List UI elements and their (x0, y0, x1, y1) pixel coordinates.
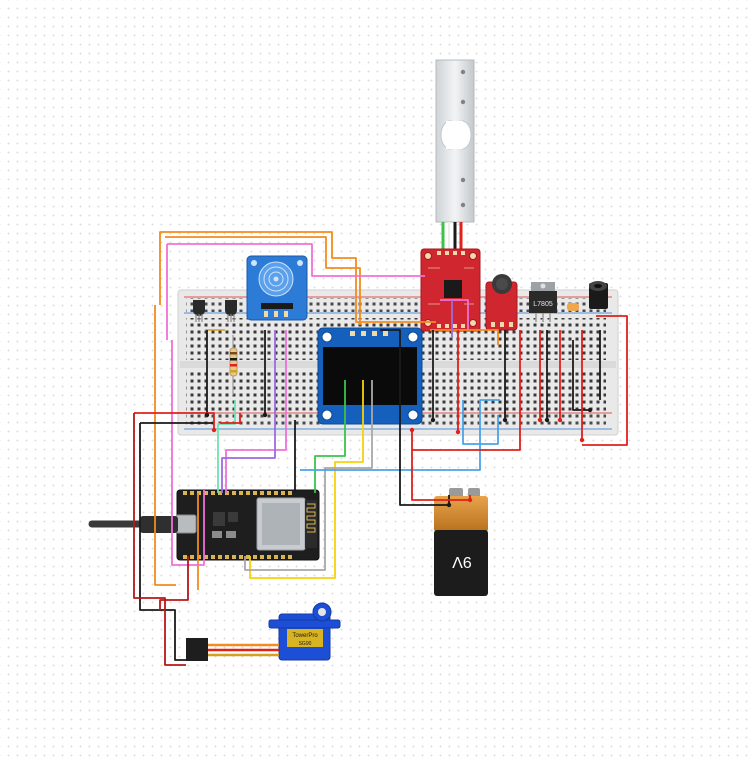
voltage-regulator[interactable]: L7805 (529, 282, 557, 322)
regulator-label: L7805 (533, 301, 553, 308)
esp32-board[interactable] (175, 489, 320, 561)
capacitor[interactable] (567, 303, 579, 311)
load-cell[interactable] (435, 59, 475, 223)
usb-cable (88, 516, 178, 533)
usb-port[interactable] (175, 514, 197, 534)
wire-terminals (204, 407, 593, 508)
battery-9v[interactable]: 9V (434, 488, 488, 596)
servo-model-label: SG90 (299, 641, 312, 647)
resistor[interactable] (229, 335, 238, 395)
transistor-left[interactable] (193, 300, 205, 322)
oled-display[interactable] (317, 327, 423, 425)
servo-motor[interactable]: TowerPro SG90 (268, 602, 341, 661)
dc-barrel-jack[interactable] (589, 281, 608, 309)
servo-brand-label: TowerPro (292, 633, 318, 639)
hx711-module[interactable] (420, 248, 481, 332)
transistor-right[interactable] (225, 300, 237, 322)
touch-sensor-module[interactable] (246, 255, 308, 321)
servo-cable (186, 638, 279, 661)
battery-label: 9V (452, 553, 472, 570)
wires (133, 231, 628, 666)
oled-screen (323, 347, 417, 405)
microphone-module[interactable] (485, 274, 518, 331)
